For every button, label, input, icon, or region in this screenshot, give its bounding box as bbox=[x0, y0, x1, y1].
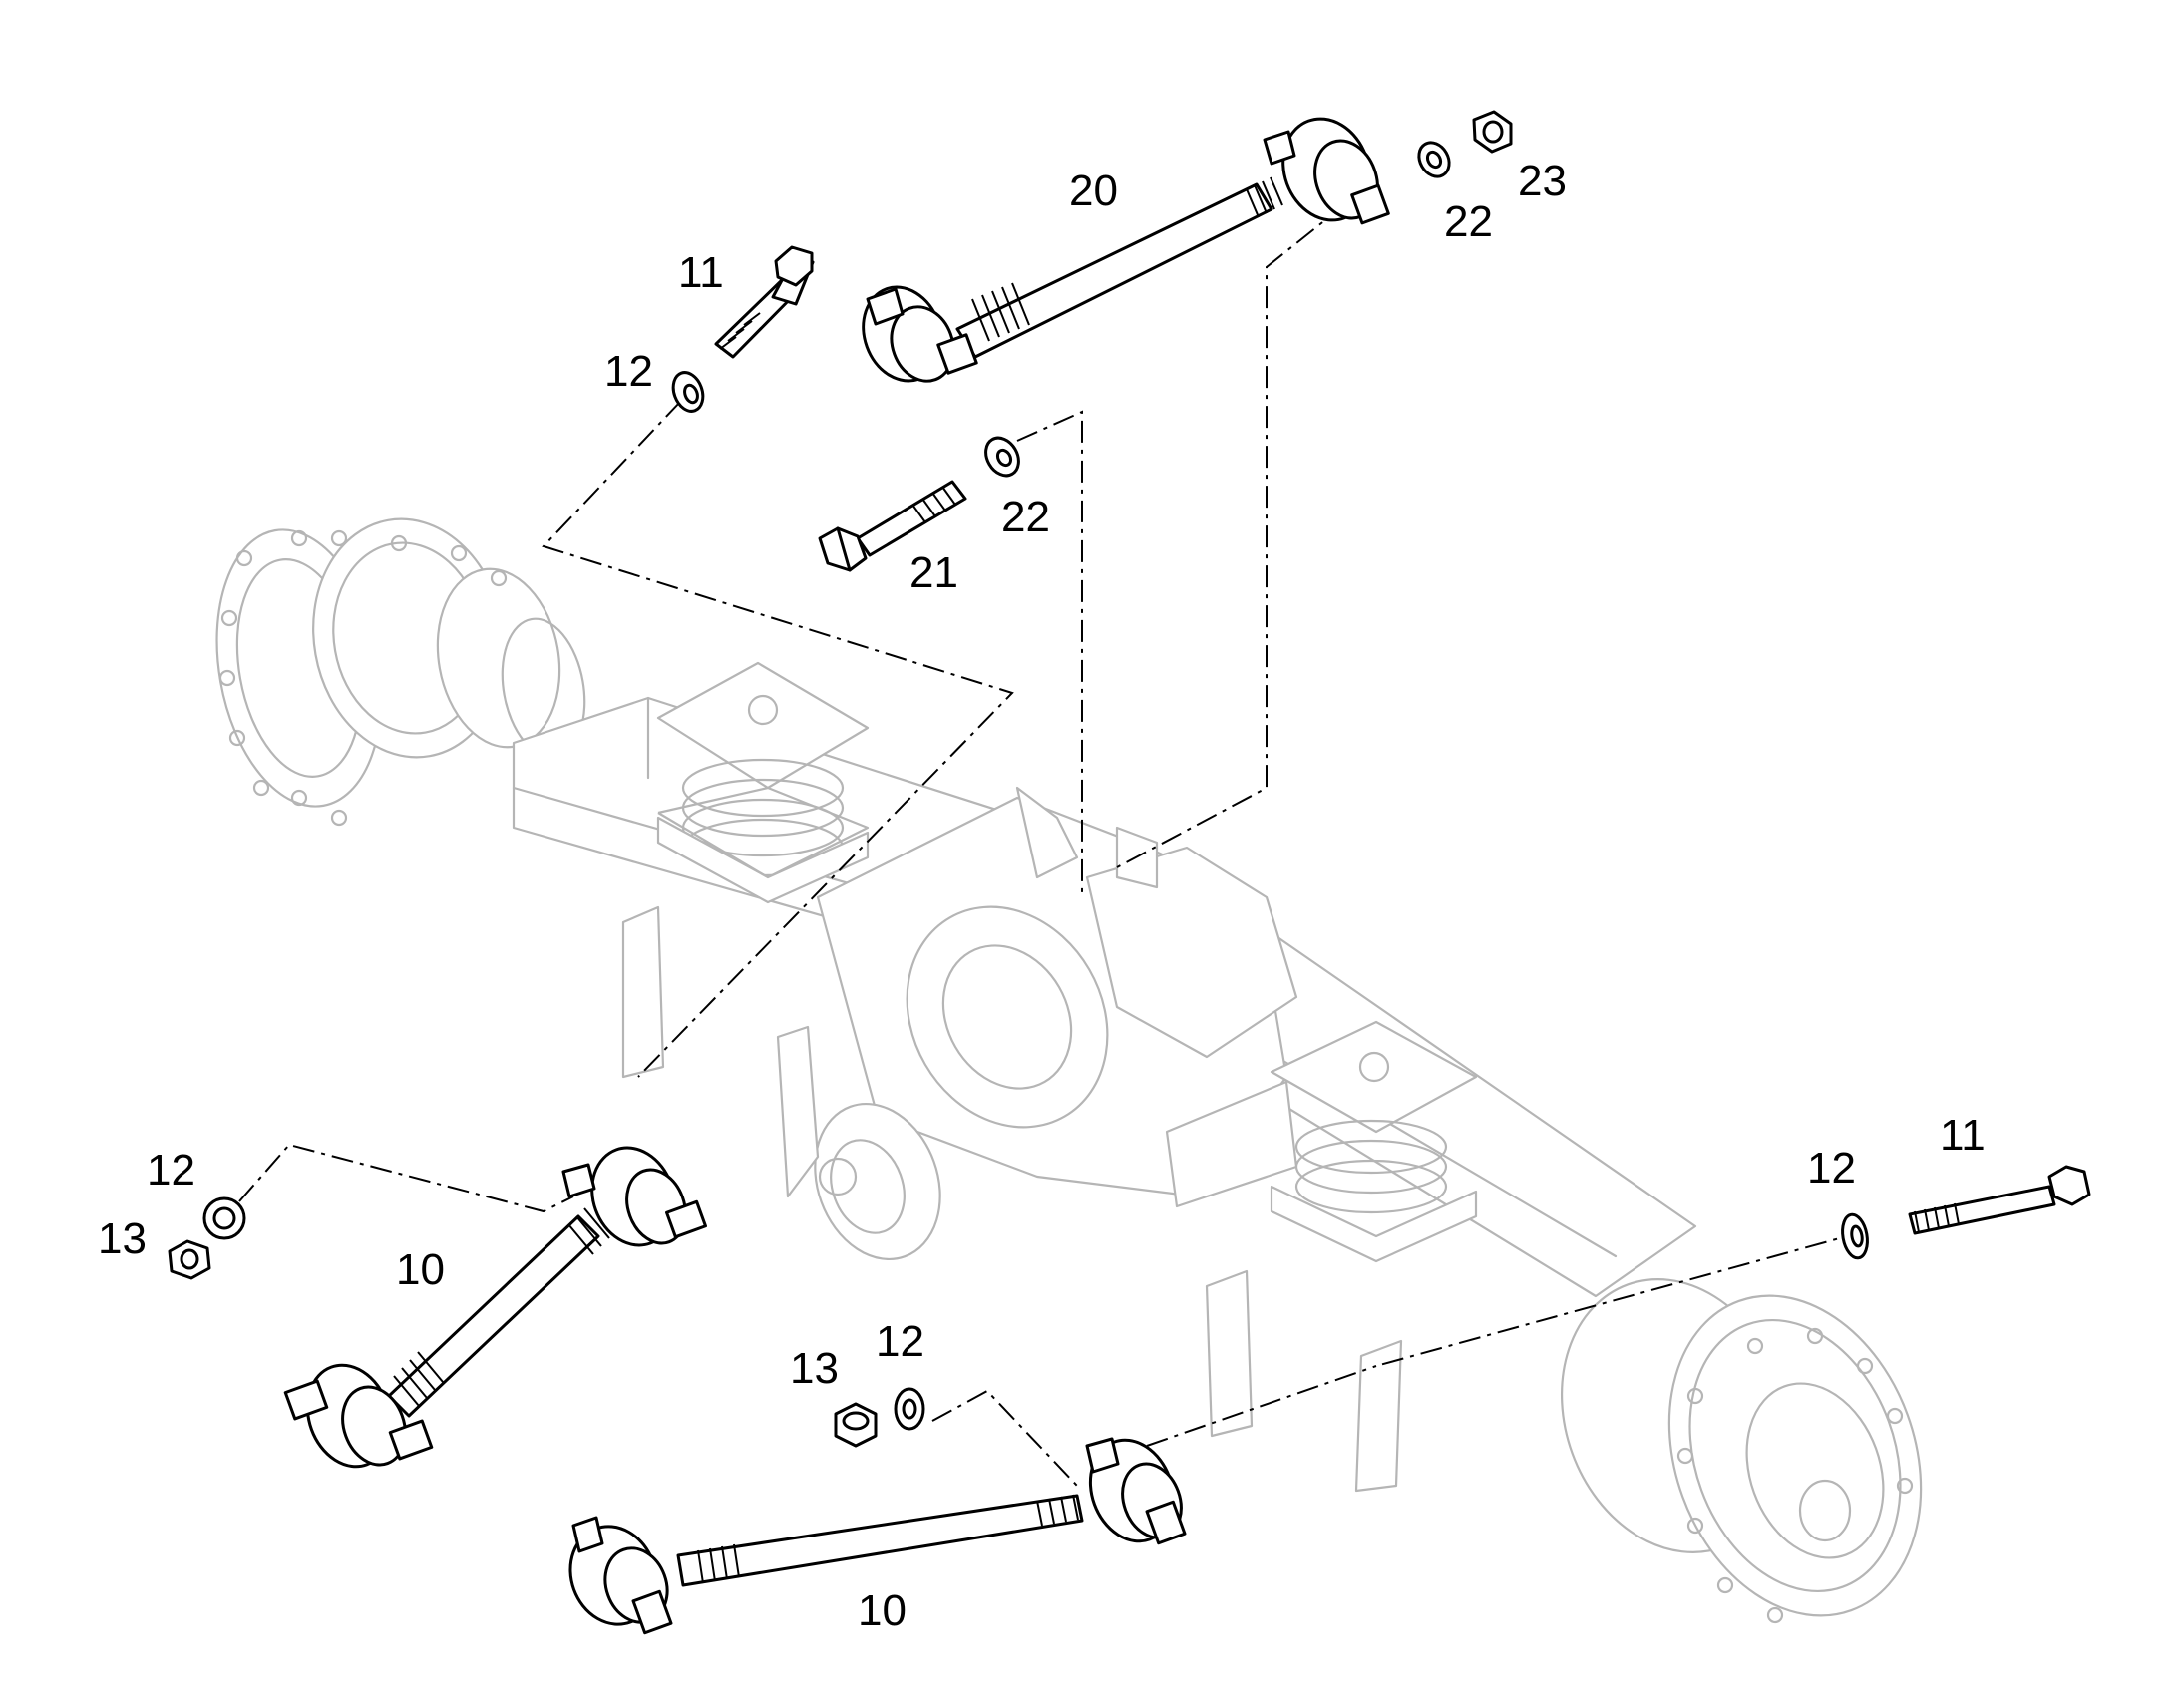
callout-20: 20 bbox=[1069, 167, 1118, 215]
lower-torque-rod-10-left bbox=[283, 1146, 707, 1469]
callout-22-top: 22 bbox=[1444, 197, 1493, 246]
callout-22-mid: 22 bbox=[1001, 493, 1050, 541]
washer-22-mid bbox=[984, 436, 1020, 478]
callout-13-left: 13 bbox=[98, 1214, 147, 1263]
washer-12-left bbox=[202, 1196, 246, 1240]
callout-11-right: 11 bbox=[1940, 1111, 1986, 1160]
callout-23: 23 bbox=[1518, 157, 1567, 205]
nut-13-bottom bbox=[834, 1402, 878, 1448]
callout-11-top: 11 bbox=[678, 248, 724, 297]
callout-labels: 20 23 22 11 12 22 21 12 13 10 12 11 13 1… bbox=[98, 157, 1986, 1635]
callout-21: 21 bbox=[909, 548, 958, 597]
bolt-11-top bbox=[714, 245, 815, 359]
callout-10-left: 10 bbox=[396, 1245, 445, 1294]
callout-12-right: 12 bbox=[1807, 1144, 1856, 1193]
right-wheel-hub bbox=[1560, 1278, 1923, 1624]
bolt-11-right bbox=[1908, 1165, 2091, 1235]
bolt-21 bbox=[818, 480, 967, 572]
washer-12-bottom bbox=[894, 1387, 925, 1431]
axle-housing bbox=[215, 517, 1923, 1624]
callout-12-top: 12 bbox=[604, 347, 653, 396]
callout-12-left: 12 bbox=[147, 1146, 195, 1195]
washer-22-top bbox=[1417, 141, 1451, 178]
lower-torque-rod-10-bottom bbox=[568, 1437, 1187, 1635]
nut-13-left bbox=[168, 1239, 211, 1280]
leader-lines bbox=[238, 178, 1866, 1487]
nut-23 bbox=[1472, 110, 1513, 154]
upper-torque-rod-20 bbox=[862, 117, 1390, 383]
left-wheel-hub bbox=[215, 517, 586, 827]
callout-10-bottom: 10 bbox=[858, 1586, 907, 1635]
washer-12-top bbox=[671, 371, 705, 413]
callout-13-bottom: 13 bbox=[790, 1344, 839, 1393]
differential-housing bbox=[776, 786, 1298, 1261]
callout-12-bottom: 12 bbox=[876, 1317, 924, 1366]
left-air-spring bbox=[656, 661, 870, 904]
washer-12-right bbox=[1841, 1212, 1869, 1260]
right-air-spring bbox=[1165, 1020, 1478, 1263]
